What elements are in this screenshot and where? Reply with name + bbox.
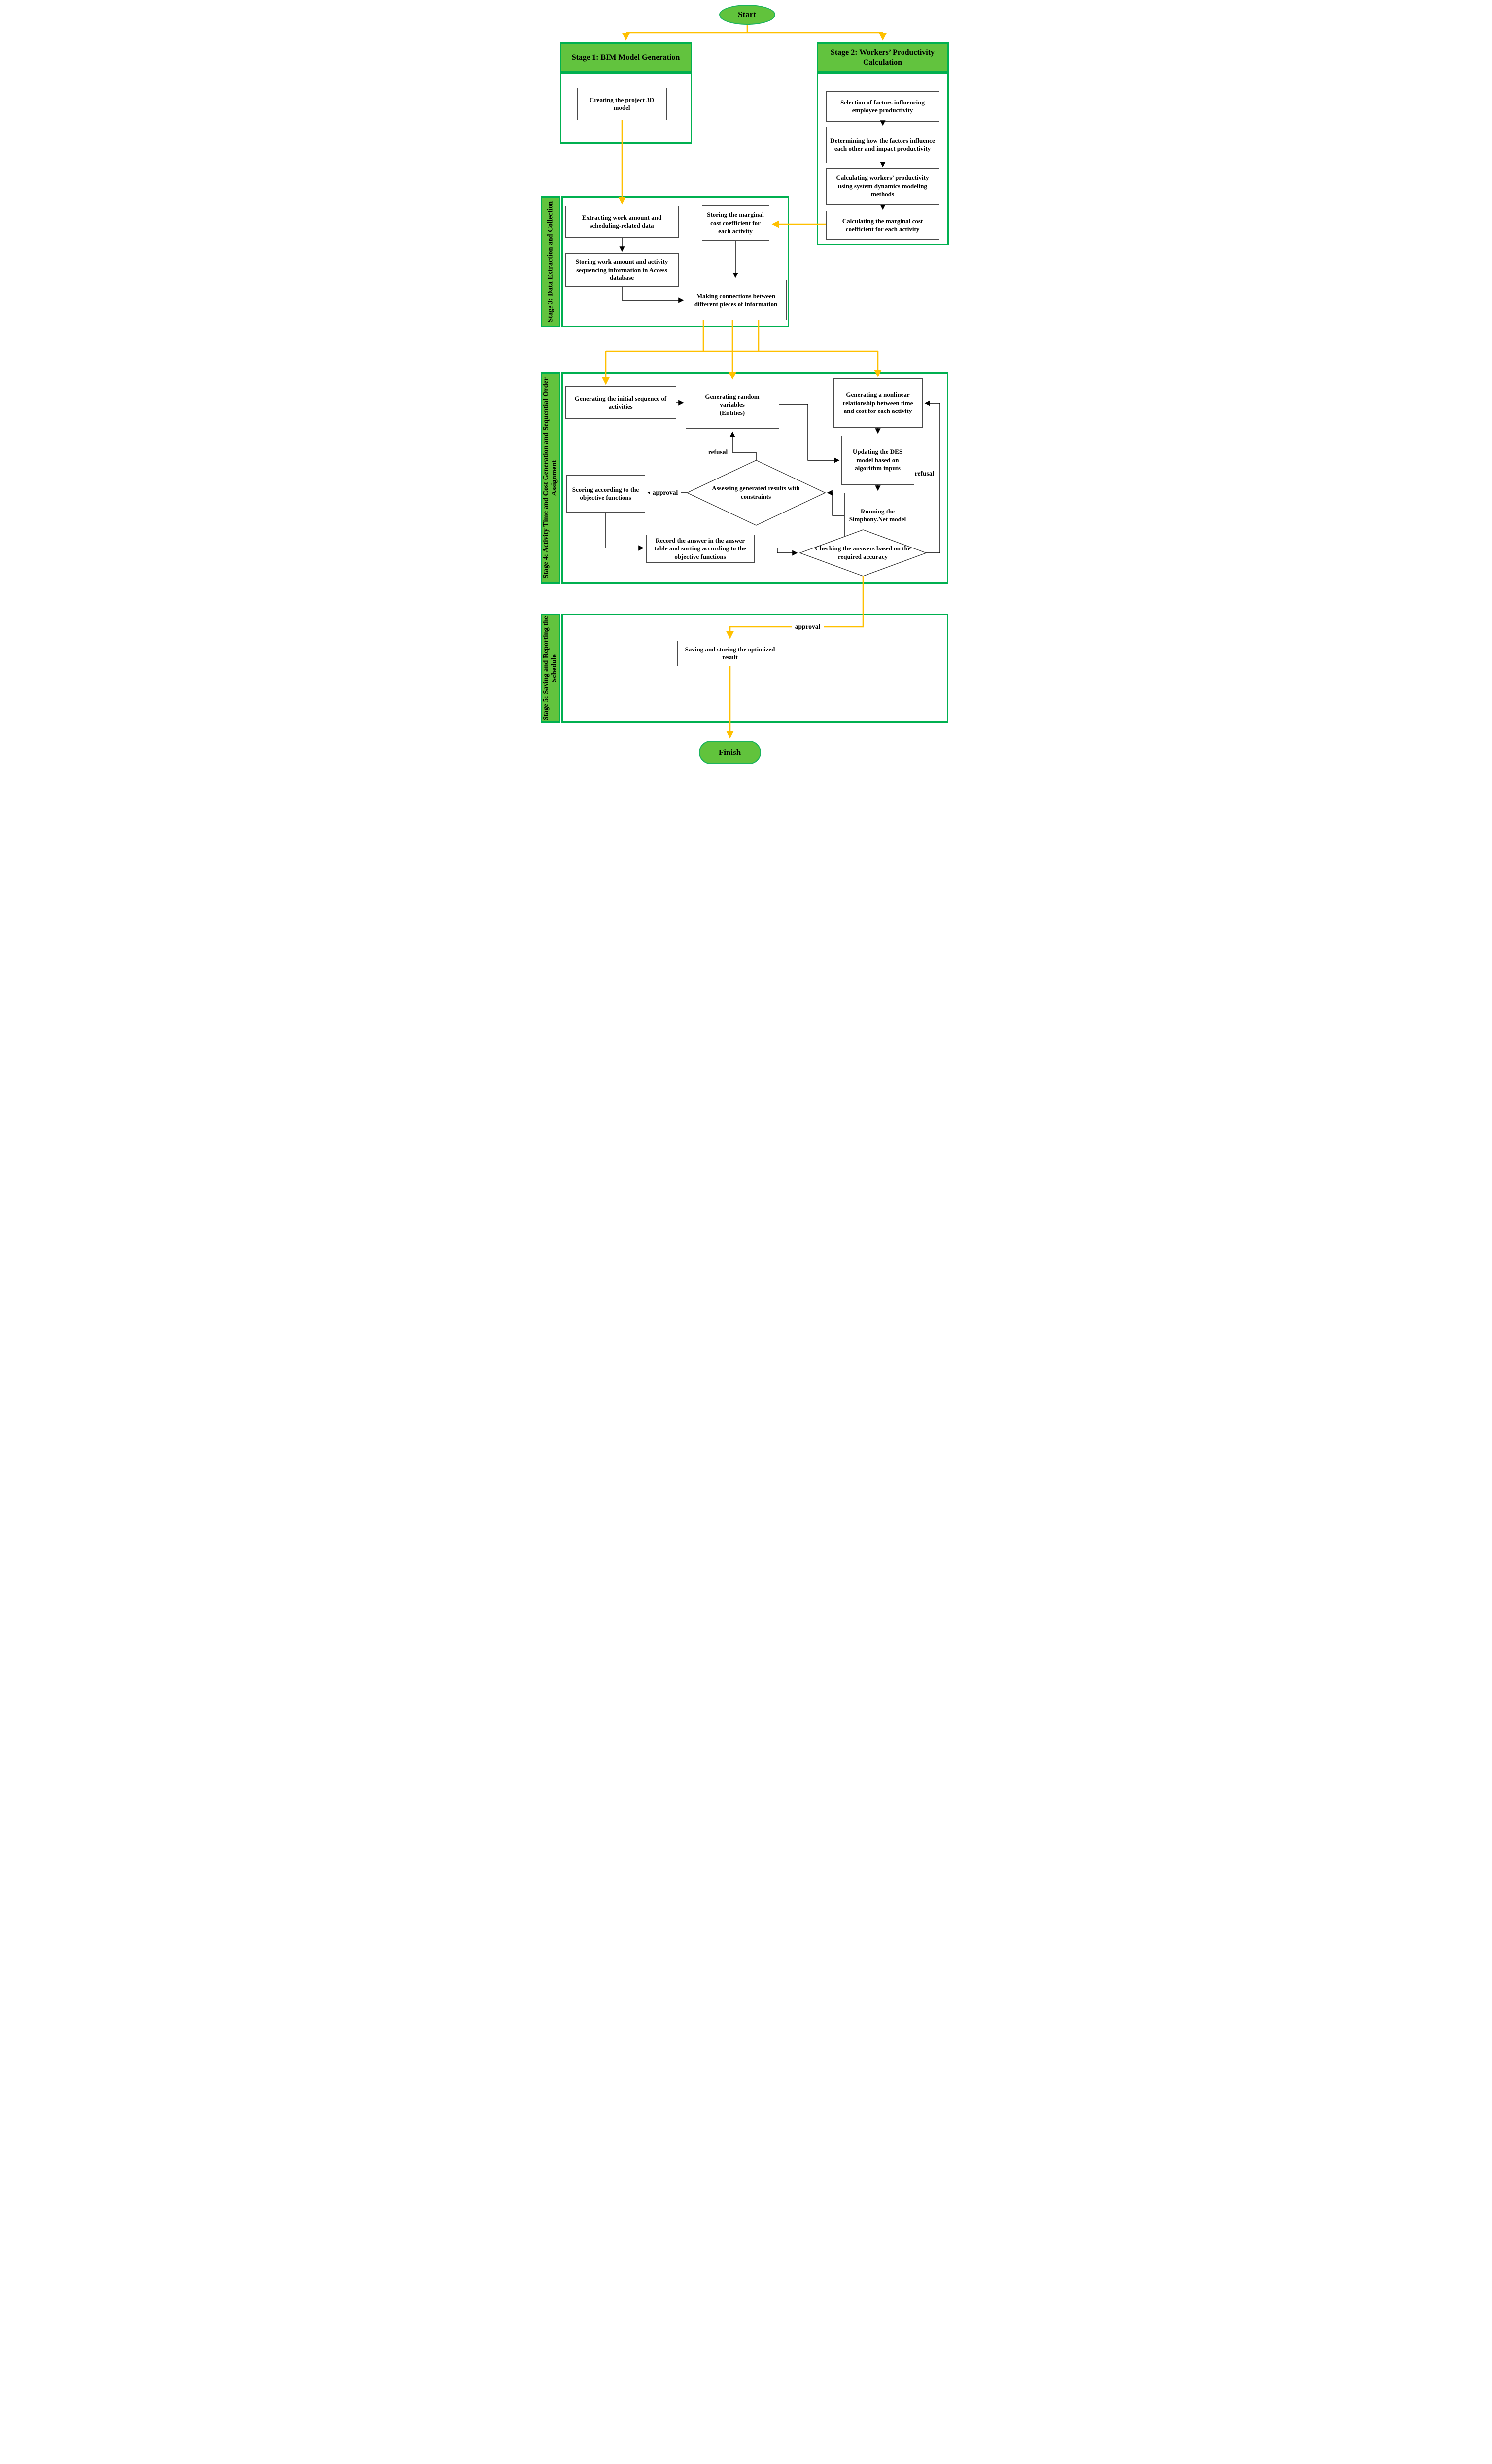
determining-factors-text: Determining how the factors influence ea… <box>830 137 935 152</box>
scoring-text: Scoring according to the objective funct… <box>572 485 639 501</box>
flowchart-canvas: Start Stage 1: BIM Model Generation Crea… <box>531 0 961 776</box>
stage2-title: Stage 2: Workers’ Productivity Calculati… <box>830 48 935 67</box>
approval-stage5-text: approval <box>795 622 821 630</box>
determining-factors-box: Determining how the factors influence ea… <box>826 127 939 163</box>
start-terminal: Start <box>719 5 775 25</box>
calc-marginal-text: Calculating the marginal cost coefficien… <box>842 217 923 233</box>
scoring-box: Scoring according to the objective funct… <box>566 475 645 513</box>
calc-productivity-box: Calculating workers’ productivity using … <box>826 168 939 205</box>
start-label: Start <box>738 10 756 19</box>
creating-3d-model-box: Creating the project 3D model <box>577 88 667 120</box>
finish-label: Finish <box>718 748 741 757</box>
start-branch-line <box>625 25 883 34</box>
stage4-label: Stage 4: Activity Time and Cost Generati… <box>540 372 560 584</box>
saving-storing-box: Saving and storing the optimized result <box>677 641 783 666</box>
selection-factors-box: Selection of factors influencing employe… <box>826 91 939 122</box>
record-answer-text: Record the answer in the answer table an… <box>654 536 746 560</box>
stage5-label: Stage 5: Saving and Reporting the Schedu… <box>540 614 560 723</box>
stage1-header: Stage 1: BIM Model Generation <box>559 42 692 73</box>
approval-stage5-label: approval <box>792 622 824 631</box>
stage2-header: Stage 2: Workers’ Productivity Calculati… <box>816 42 949 73</box>
gen-initial-box: Generating the initial sequence of activ… <box>565 386 676 419</box>
refusal-outer-text: refusal <box>914 469 935 477</box>
refusal-inner-text: refusal <box>708 448 728 456</box>
stage5-body <box>561 614 948 723</box>
storing-work-text: Storing work amount and activity sequenc… <box>575 258 668 282</box>
updating-des-text: Updating the DES model based on algorith… <box>852 448 903 472</box>
making-connections-text: Making connections between different pie… <box>694 292 778 308</box>
making-connections-box: Making connections between different pie… <box>685 280 787 320</box>
calc-marginal-box: Calculating the marginal cost coefficien… <box>826 211 939 240</box>
stage3-title: Stage 3: Data Extraction and Collection <box>546 201 554 323</box>
storing-marginal-box: Storing the marginal cost coefficient fo… <box>701 205 769 241</box>
approval-stage4-text: approval <box>652 488 678 496</box>
storing-work-box: Storing work amount and activity sequenc… <box>565 253 679 287</box>
creating-3d-model-text: Creating the project 3D model <box>589 96 655 111</box>
refusal-inner-label: refusal <box>705 448 731 457</box>
checking-text: Checking the answers based on the requir… <box>815 545 911 560</box>
approval-stage4-label: approval <box>650 488 681 497</box>
gen-random-box: Generating random variables (Entities) <box>685 381 779 429</box>
selection-factors-text: Selection of factors influencing employe… <box>840 98 925 114</box>
storing-marginal-text: Storing the marginal cost coefficient fo… <box>707 211 764 235</box>
record-answer-box: Record the answer in the answer table an… <box>646 535 755 563</box>
finish-terminal: Finish <box>698 741 761 764</box>
stage1-title: Stage 1: BIM Model Generation <box>571 53 680 62</box>
updating-des-box: Updating the DES model based on algorith… <box>841 436 914 485</box>
gen-random-text: Generating random variables (Entities) <box>705 392 760 416</box>
running-simphony-box: Running the Simphony.Net model <box>844 493 911 538</box>
stage4-title: Stage 4: Activity Time and Cost Generati… <box>542 377 558 579</box>
gen-initial-text: Generating the initial sequence of activ… <box>574 394 667 410</box>
checking-diamond-text: Checking the answers based on the requir… <box>814 539 912 567</box>
assessing-diamond-text: Assessing generated results with constra… <box>699 479 813 507</box>
saving-storing-text: Saving and storing the optimized result <box>685 645 775 661</box>
extracting-work-text: Extracting work amount and scheduling-re… <box>582 213 662 229</box>
stage3-label: Stage 3: Data Extraction and Collection <box>540 196 560 327</box>
assessing-text: Assessing generated results with constra… <box>712 484 800 500</box>
running-simphony-text: Running the Simphony.Net model <box>849 507 906 523</box>
extracting-work-box: Extracting work amount and scheduling-re… <box>565 206 679 238</box>
stage5-title: Stage 5: Saving and Reporting the Schedu… <box>542 616 558 720</box>
calc-productivity-text: Calculating workers’ productivity using … <box>836 174 929 198</box>
gen-nonlinear-box: Generating a nonlinear relationship betw… <box>833 378 923 428</box>
refusal-outer-label: refusal <box>911 469 938 478</box>
gen-nonlinear-text: Generating a nonlinear relationship betw… <box>842 391 913 415</box>
